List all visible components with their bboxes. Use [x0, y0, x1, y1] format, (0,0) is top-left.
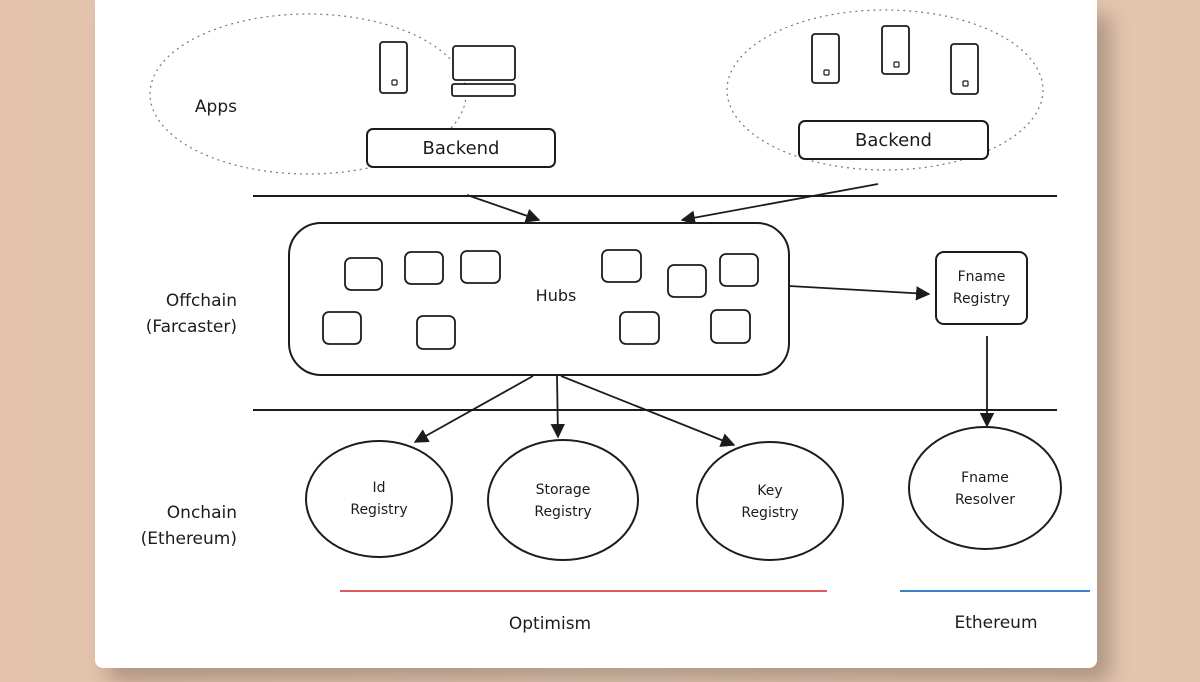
storage-registry-node: [487, 439, 639, 561]
layer-label-offchain-line2: (Farcaster): [145, 317, 237, 337]
fname-registry-box: [935, 251, 1028, 325]
fname-resolver-label-line1: Fname: [961, 470, 1009, 486]
layer-label-offchain-line1: Offchain: [165, 291, 237, 311]
fname-registry-label-line1: Fname: [957, 269, 1006, 285]
storage-registry-label: Storage Registry: [488, 479, 638, 523]
key-registry-node: [696, 441, 844, 561]
arrow-icon: [413, 375, 534, 443]
arrow-icon: [550, 375, 565, 439]
ethereum-label: Ethereum: [954, 613, 1038, 633]
id-registry-node: [305, 440, 453, 558]
arrow-icon: [680, 183, 879, 225]
backend-box-1: [366, 128, 556, 168]
key-registry-label: Key Registry: [697, 480, 843, 524]
arrow-icon: [466, 194, 541, 223]
storage-registry-label-line1: Storage: [535, 482, 591, 498]
hubs-label: Hubs: [535, 286, 577, 305]
id-registry-label: Id Registry: [306, 477, 452, 521]
layer-label-onchain-line2: (Ethereum): [140, 529, 237, 549]
id-registry-label-line2: Registry: [350, 502, 408, 518]
layer-label-onchain-line1: Onchain: [166, 503, 237, 523]
phone-icon: [950, 43, 979, 95]
diagram-canvas: [149, 9, 1090, 592]
hub-node-icon: [322, 249, 759, 350]
key-registry-label-line2: Registry: [741, 505, 799, 521]
fname-registry-label-line2: Registry: [952, 291, 1011, 307]
storage-registry-label-line2: Registry: [534, 504, 592, 520]
layer-label-onchain: Onchain (Ethereum): [115, 500, 237, 552]
phone-icon: [881, 25, 910, 75]
arrow-icon: [560, 375, 736, 447]
diagram-card: Apps Offchain (Farcaster) Onchain (Ether…: [95, 0, 1097, 668]
id-registry-label-line1: Id: [372, 480, 386, 496]
backend-label-1: Backend: [422, 138, 500, 159]
layer-label-offchain: Offchain (Farcaster): [115, 288, 237, 340]
optimism-label: Optimism: [508, 614, 592, 634]
arrow-icon: [788, 285, 931, 301]
phone-icon: [379, 41, 408, 94]
phone-icon: [811, 33, 840, 84]
laptop-icon: [451, 45, 516, 97]
fname-resolver-node: [908, 426, 1062, 550]
backend-box-2: [798, 120, 989, 160]
fname-registry-label: Fname Registry: [936, 266, 1027, 310]
layer-label-apps: Apps: [194, 97, 237, 117]
fname-resolver-label-line2: Resolver: [954, 492, 1016, 508]
app-group-2-ellipse: [726, 9, 1044, 171]
fname-resolver-label: Fname Resolver: [909, 467, 1061, 511]
key-registry-label-line1: Key: [757, 483, 783, 499]
backend-label-2: Backend: [855, 130, 932, 151]
